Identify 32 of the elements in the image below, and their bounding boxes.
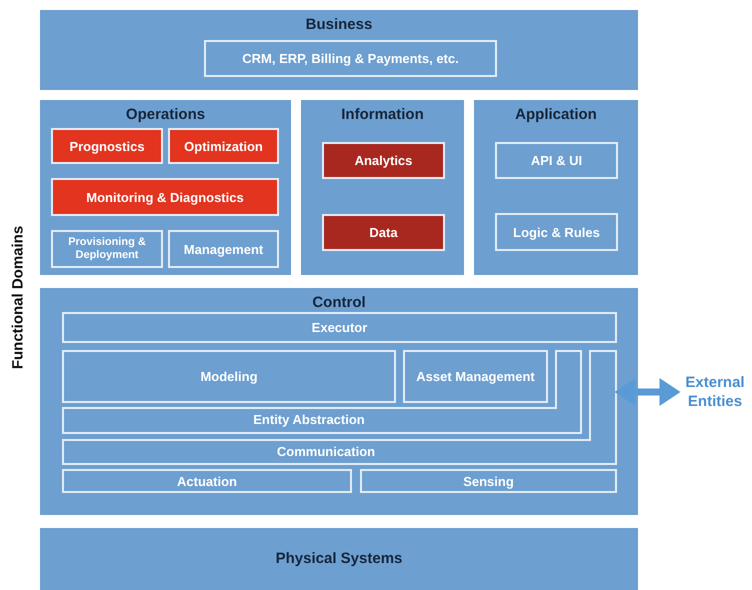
panel-title: Application bbox=[514, 106, 598, 123]
component-box: Actuation bbox=[62, 469, 352, 493]
component-box: Data bbox=[322, 214, 445, 251]
double-arrow bbox=[614, 378, 680, 406]
panel-title: Operations bbox=[124, 106, 206, 123]
component-label: Communication bbox=[276, 444, 376, 459]
component-box: Asset Management bbox=[403, 350, 548, 403]
component-box: Prognostics bbox=[51, 128, 163, 164]
axis-label: Functional Domains bbox=[10, 224, 26, 372]
domain-panel bbox=[40, 100, 291, 275]
component-box: Provisioning & Deployment bbox=[51, 230, 163, 268]
domain-panel bbox=[40, 288, 638, 515]
component-box: Monitoring & Diagnostics bbox=[51, 178, 279, 216]
panel-title: Business bbox=[304, 16, 374, 33]
component-box: Optimization bbox=[168, 128, 279, 164]
component-box: Analytics bbox=[322, 142, 445, 179]
panel-title: Information bbox=[340, 106, 425, 123]
external-entities-label: External Entities bbox=[684, 373, 746, 411]
component-box: Sensing bbox=[360, 469, 617, 493]
panel-title: Physical Systems bbox=[274, 550, 404, 567]
component-box: API & UI bbox=[495, 142, 618, 179]
component-box: CRM, ERP, Billing & Payments, etc. bbox=[204, 40, 497, 77]
domain-panel bbox=[301, 100, 464, 275]
domain-panel bbox=[474, 100, 638, 275]
component-box: Management bbox=[168, 230, 279, 268]
component-box: Modeling bbox=[62, 350, 396, 403]
component-box: Logic & Rules bbox=[495, 213, 618, 251]
domain-panel bbox=[40, 10, 638, 90]
component-label: Entity Abstraction bbox=[252, 412, 366, 427]
domain-panel bbox=[40, 528, 638, 590]
component-box: Executor bbox=[62, 312, 617, 343]
panel-title: Control bbox=[311, 294, 367, 311]
